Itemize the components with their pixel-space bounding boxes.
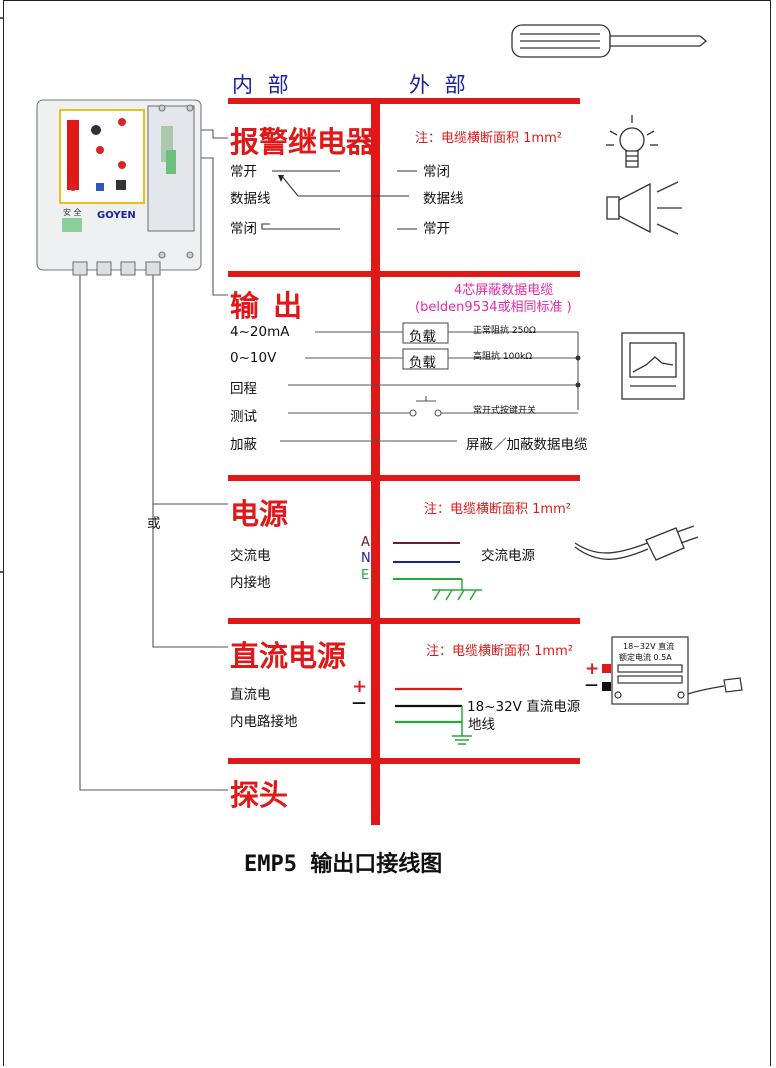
dc-supply-box (611, 636, 743, 705)
ac-supply-label: 交流电源 (481, 548, 535, 564)
dc-minus-sign: — (352, 695, 366, 711)
control-box (36, 99, 202, 276)
earth-ground-icon (432, 579, 482, 601)
monitor-icon (621, 332, 685, 400)
outside-header: 外 部 (409, 73, 470, 97)
dc-plus-sign: + (352, 676, 368, 697)
output-title: 输 出 (230, 289, 305, 323)
output-row-shield: 加蔽 (230, 437, 257, 453)
relay-wiring (261, 170, 417, 230)
box-minus-sign: — (585, 678, 598, 693)
output-bar (228, 475, 580, 481)
alarm-outside-row-0: 常闭 (423, 164, 450, 180)
output-cable-line2: (belden9534或相同标准 ) (415, 300, 572, 315)
diagram-caption: EMP5 输出口接线图 (244, 852, 443, 877)
header-bar (228, 98, 580, 104)
dc-ground-icon (452, 706, 472, 745)
ane-e: E (361, 568, 370, 583)
alarm-inside-row-1: 数据线 (230, 191, 271, 207)
load-label-1: 负载 (409, 329, 436, 345)
box-label-1: 18~32V 直流 (623, 642, 675, 651)
device-brand-logo: GOYEN (97, 210, 136, 221)
device-connection-lines (79, 129, 228, 791)
dc-power-title: 直流电源 (230, 639, 347, 673)
alarm-inside-row-2: 常闭 (230, 221, 257, 237)
power-row-ground: 内接地 (230, 575, 271, 591)
dc-bar (228, 758, 580, 764)
normal-impedance-label: 正常阻抗 250Ω (473, 326, 536, 336)
shield-cable-label: 屏蔽／加蔽数据电缆 (466, 437, 588, 453)
device-safe-label: 安 全 (63, 208, 82, 217)
alarm-relay-title: 报警继电器 (230, 125, 376, 159)
power-bar (228, 618, 580, 624)
output-wiring (280, 322, 579, 442)
inside-header: 内 部 (232, 73, 293, 97)
page-frame (3, 0, 771, 1066)
ac-plug-icon (574, 525, 699, 561)
or-label: 或 (147, 516, 161, 532)
box-label-2: 额定电流 0.5A (619, 653, 672, 662)
ane-a: A (361, 535, 370, 550)
box-plus-sign: + (585, 659, 600, 679)
center-bus-bar (371, 98, 380, 825)
switch-label: 常开式按键开关 (473, 406, 537, 416)
dc-power-note: 注：电缆横断面积 1mm² (426, 644, 573, 659)
power-title: 电源 (230, 497, 289, 531)
output-row-return: 回程 (230, 381, 257, 397)
dc-row-power: 直流电 (230, 687, 271, 703)
alarm-outside-row-1: 数据线 (423, 191, 464, 207)
alarm-inside-row-0: 常开 (230, 164, 257, 180)
screwdriver-icon (511, 24, 708, 58)
dc-ground-label: 地线 (468, 717, 495, 733)
probe-title: 探头 (230, 778, 289, 812)
dc-supply-label: 18~32V 直流电源 (467, 699, 581, 715)
dc-row-ground: 内电路接地 (230, 714, 298, 730)
power-note: 注：电缆横断面积 1mm² (424, 502, 571, 517)
load-label-2: 负载 (409, 355, 436, 371)
output-row-4-20ma: 4~20mA (230, 324, 290, 340)
alarm-relay-note: 注：电缆横断面积 1mm² (415, 131, 562, 146)
alarm-bar (228, 271, 580, 277)
light-bulb-icon (606, 115, 658, 168)
high-impedance-label: 高阻抗 100kΩ (473, 352, 533, 362)
power-row-ac: 交流电 (230, 548, 271, 564)
ane-n: N (361, 551, 371, 566)
output-row-0-10v: 0~10V (230, 350, 277, 366)
siren-icon (606, 181, 682, 235)
output-row-test: 测试 (230, 409, 257, 425)
alarm-outside-row-2: 常开 (423, 221, 450, 237)
output-cable-line1: 4芯屏蔽数据电缆 (454, 283, 554, 298)
